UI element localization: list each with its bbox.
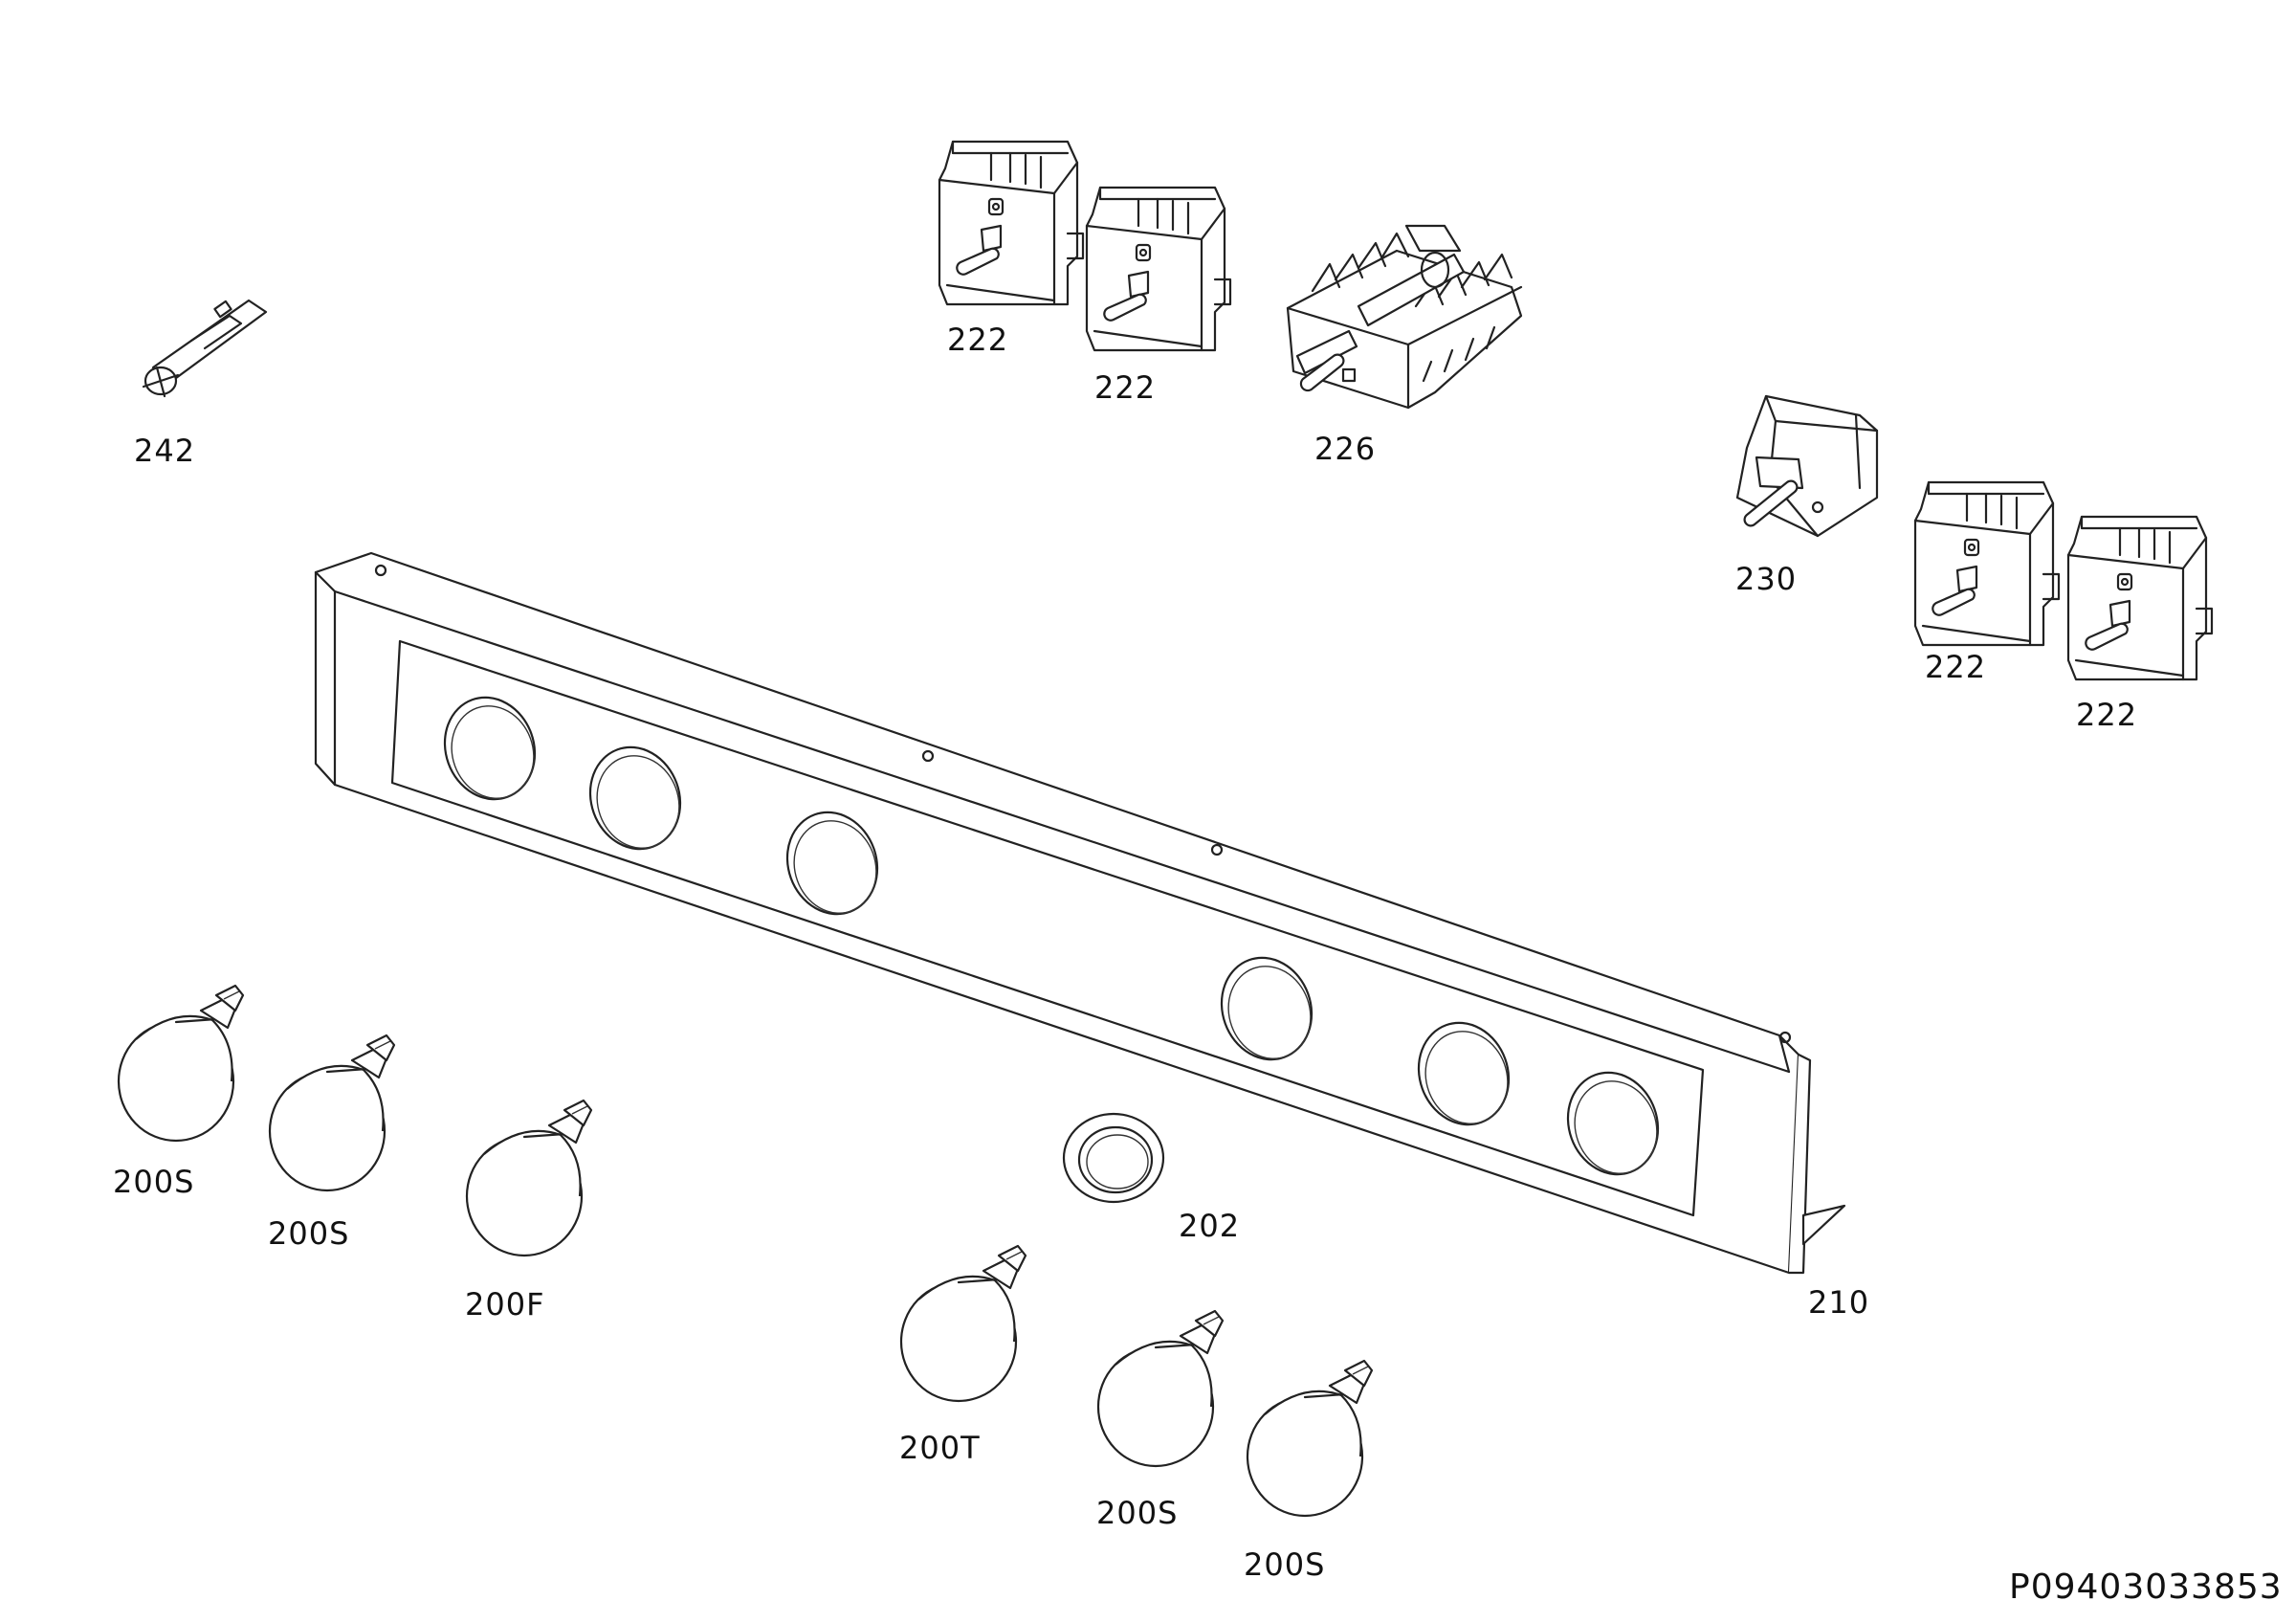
document-id: P09403033853 (2009, 1567, 2283, 1607)
ignition-switch-242 (142, 299, 268, 398)
knob-200S-a (117, 984, 245, 1143)
label-242: 242 (134, 433, 196, 469)
label-200S-b: 200S (268, 1215, 350, 1252)
control-panel-210 (314, 551, 1846, 1275)
knob-200F (465, 1099, 593, 1257)
label-202: 202 (1179, 1208, 1241, 1244)
label-200F: 200F (465, 1286, 545, 1323)
trim-ring-202 (1062, 1112, 1165, 1204)
energy-regulator-222-a (938, 140, 1085, 306)
energy-regulator-222-c (1913, 480, 2061, 647)
knob-200S-c (1096, 1309, 1225, 1468)
label-200S-d: 200S (1244, 1546, 1326, 1583)
label-222-d: 222 (2076, 697, 2138, 733)
energy-regulator-222-b (1085, 186, 1232, 352)
label-210: 210 (1808, 1284, 1870, 1321)
label-230: 230 (1735, 561, 1798, 597)
label-226: 226 (1314, 431, 1377, 467)
label-200S-c: 200S (1096, 1495, 1179, 1531)
knob-200S-d (1246, 1359, 1374, 1518)
knob-200T (899, 1244, 1027, 1403)
label-222-b: 222 (1094, 369, 1157, 406)
regulator-230 (1735, 394, 1879, 538)
energy-regulator-222-d (2066, 515, 2214, 681)
selector-switch-226 (1286, 224, 1523, 410)
label-222-c: 222 (1925, 649, 1987, 685)
label-222-a: 222 (947, 322, 1009, 358)
knob-200S-b (268, 1034, 396, 1192)
label-200T: 200T (899, 1430, 981, 1466)
label-200S-a: 200S (113, 1164, 195, 1200)
